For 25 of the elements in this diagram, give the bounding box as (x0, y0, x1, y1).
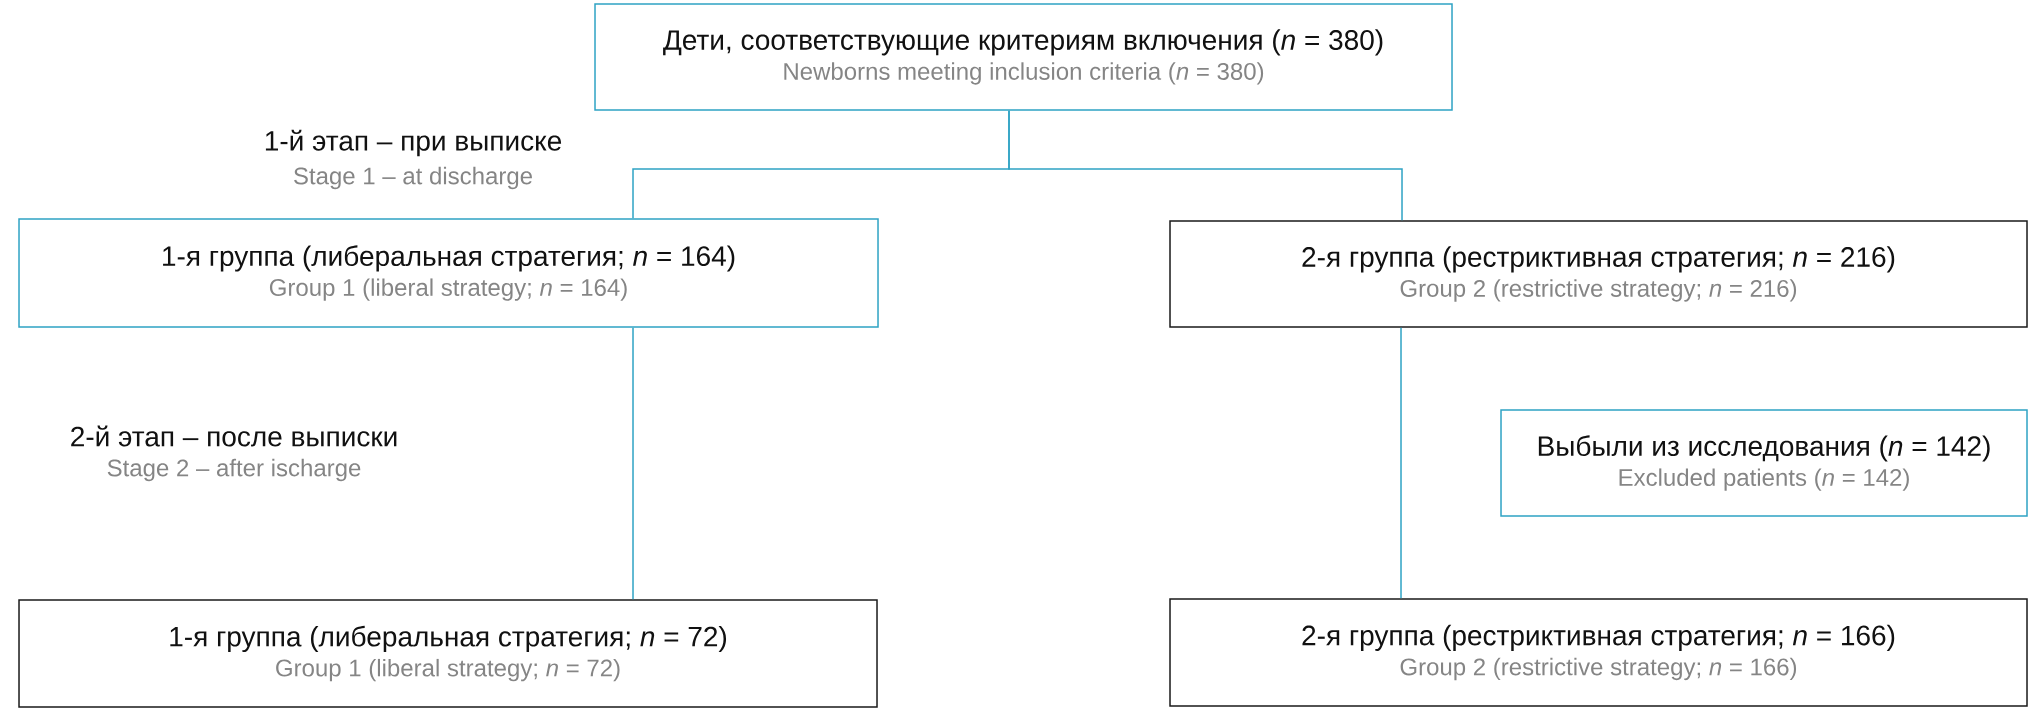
flow-box (1169, 598, 2028, 707)
flow-box (1169, 220, 2028, 328)
heading-text: 1-я группа (либеральная стратегия; n = 164) (163, 245, 735, 272)
flow-box (1500, 409, 2028, 517)
stage-label: 2-й этап – после выписки (71, 425, 397, 447)
translation-text: Newborns meeting inclusion criteria (n = 380) (784, 62, 1264, 85)
translation-text: Group 2 (restrictive strategy; n = 216) (1400, 279, 1797, 302)
heading-text: 2-я группа (рестриктивная стратегия; n = 166) (1302, 624, 1895, 651)
stage-translation: Stage 1 – at discharge (294, 166, 532, 190)
heading-text: 2-я группа (рестриктивная стратегия; n = 216) (1302, 246, 1895, 273)
translation-text: Group 1 (liberal strategy; n = 72) (276, 658, 620, 682)
flow-box (594, 3, 1453, 111)
translation-text: Group 1 (liberal strategy; n = 164) (269, 278, 627, 301)
stage-label: 1-й этап – при выписке (265, 129, 562, 157)
flow-box (18, 599, 878, 708)
flow-box (18, 218, 879, 328)
heading-text: 1-я группа (либеральная стратегия; n = 72) (170, 625, 727, 653)
connector-line (1400, 327, 1402, 599)
connector-line (632, 327, 634, 600)
translation-text: Excluded patients (n = 142) (1619, 468, 1909, 491)
stage-translation: Stage 2 – after ischarge (107, 458, 361, 482)
heading-text: Дети, соответствующие критериям включения (n = 380) (663, 29, 1383, 56)
connector-line (1008, 110, 1403, 221)
heading-text: Выбыли из исследования (n = 142) (1538, 435, 1990, 462)
translation-text: Group 2 (restrictive strategy; n = 166) (1400, 657, 1797, 681)
